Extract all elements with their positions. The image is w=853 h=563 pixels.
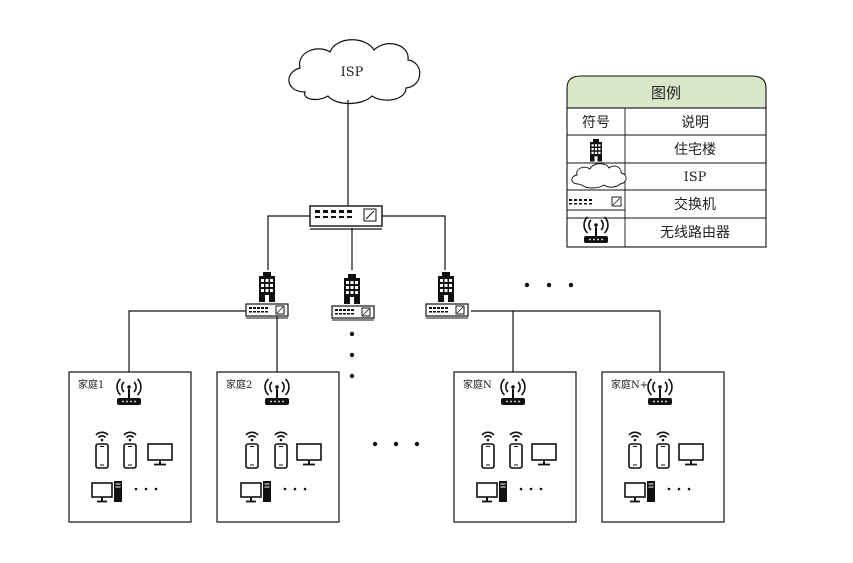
home-1: 家庭1 xyxy=(68,371,192,523)
more-buildings-dots xyxy=(524,282,574,288)
building-icon xyxy=(344,274,360,304)
home-label: 家庭N xyxy=(463,378,492,391)
building-icon xyxy=(259,272,275,302)
building-icon xyxy=(590,139,602,162)
legend-label-router: 无线路由器 xyxy=(660,225,730,241)
isp-cloud: ISP xyxy=(288,39,421,105)
isp-label: ISP xyxy=(341,65,364,80)
cloud-icon xyxy=(571,163,627,189)
home-label: 家庭1 xyxy=(78,378,104,391)
legend-col-symbol: 符号 xyxy=(582,115,610,131)
home-label: 家庭N+ xyxy=(611,378,648,391)
legend: 图例 符号 说明 住宅楼 ISP 交换机 无线路由器 xyxy=(566,75,767,248)
core-switch xyxy=(309,205,383,230)
more-homes-dots xyxy=(372,441,420,447)
building-icon xyxy=(438,272,454,302)
home-n-plus: 家庭N+ xyxy=(601,371,725,523)
building-n xyxy=(425,272,469,319)
legend-label-switch: 交换机 xyxy=(674,196,716,213)
legend-title: 图例 xyxy=(651,84,681,102)
connections xyxy=(128,100,661,372)
switch-icon xyxy=(331,305,375,321)
home-label: 家庭2 xyxy=(226,378,252,391)
legend-col-desc: 说明 xyxy=(681,115,709,131)
legend-label-isp: ISP xyxy=(684,170,707,185)
building-2 xyxy=(331,274,375,321)
legend-header xyxy=(566,75,767,109)
switch-icon xyxy=(567,196,625,211)
home-2: 家庭2 xyxy=(216,371,340,523)
more-vertical-dots xyxy=(349,331,355,379)
cloud-icon xyxy=(288,39,421,105)
switch-icon xyxy=(245,303,289,319)
switch-icon xyxy=(425,303,469,319)
home-n: 家庭N xyxy=(453,371,577,523)
legend-label-building: 住宅楼 xyxy=(674,142,716,158)
building-1 xyxy=(245,272,289,319)
